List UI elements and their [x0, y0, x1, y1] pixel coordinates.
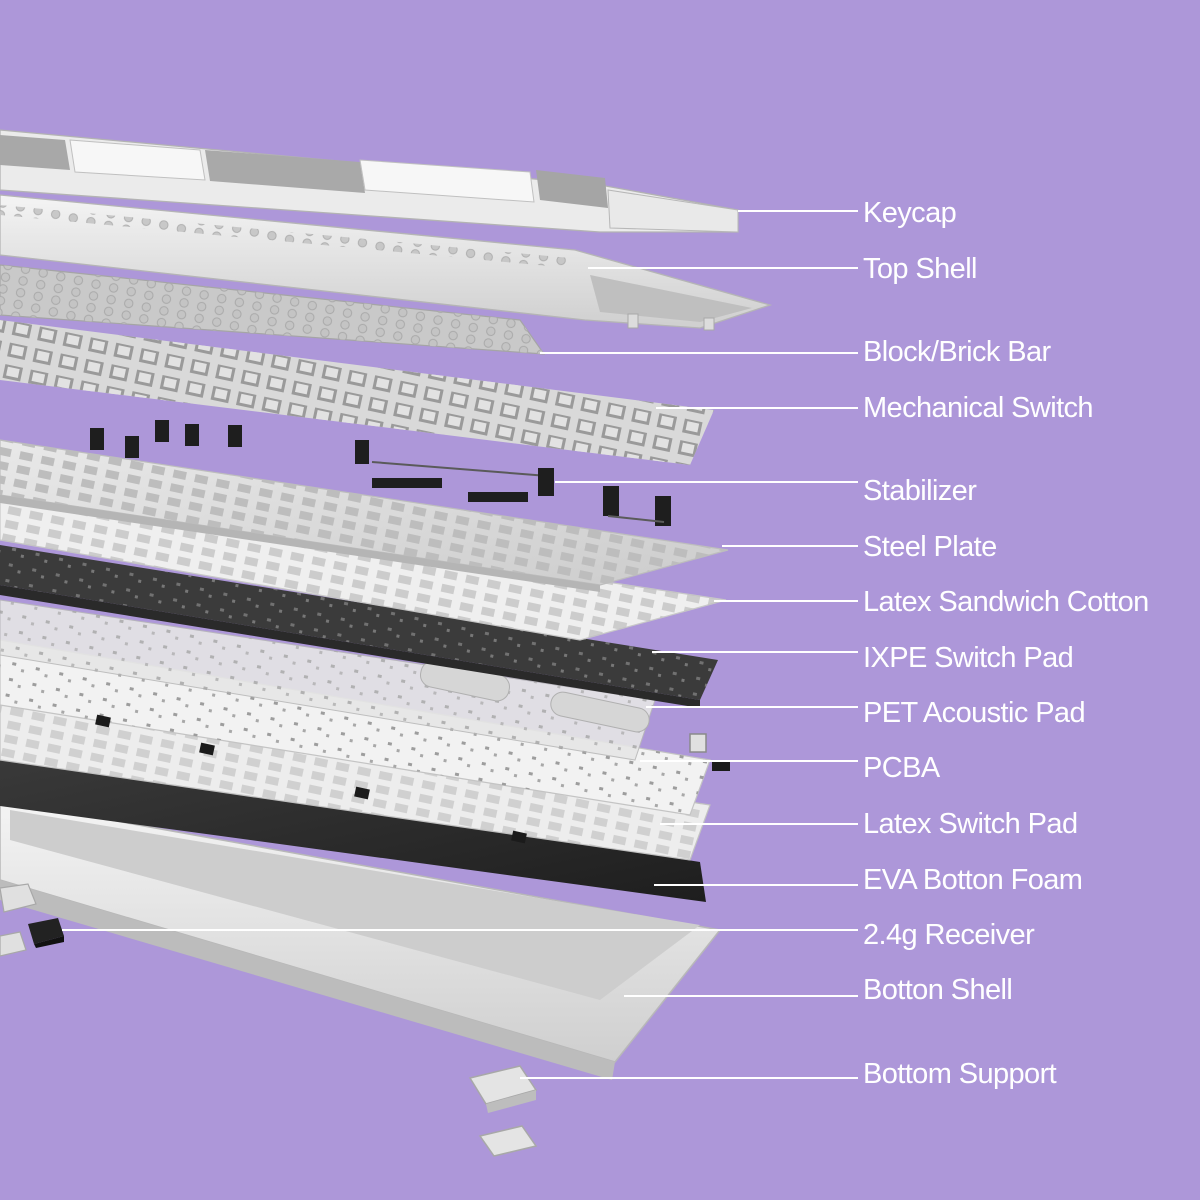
label-bottom-support: Bottom Support — [863, 1058, 1057, 1090]
keycap-illustration — [0, 129, 739, 233]
label-top-shell: Top Shell — [863, 253, 977, 285]
label-mechanical-switch: Mechanical Switch — [863, 392, 1093, 424]
label-keycap: Keycap — [863, 197, 956, 229]
label-pet-acoustic-pad: PET Acoustic Pad — [863, 697, 1085, 729]
receiver-illustration — [28, 918, 64, 948]
leader-lines — [62, 210, 858, 1079]
steel-plate-illustration — [0, 439, 729, 592]
label-botton-shell: Botton Shell — [863, 974, 1012, 1006]
label-ixpe-switch-pad: IXPE Switch Pad — [863, 642, 1073, 674]
label-steel-plate: Steel Plate — [863, 531, 997, 563]
top-shell-illustration — [0, 194, 773, 331]
label-latex-switch-pad: Latex Switch Pad — [863, 808, 1077, 840]
label-receiver: 2.4g Receiver — [863, 919, 1035, 951]
component-labels: Keycap Top Shell Block/Brick Bar Mechani… — [863, 197, 1149, 1090]
mechanical-switch-illustration — [0, 320, 714, 465]
label-eva-botton-foam: EVA Botton Foam — [863, 864, 1082, 896]
side-feet-illustration — [0, 883, 37, 957]
label-block-brick-bar: Block/Brick Bar — [863, 336, 1052, 368]
bottom-support-illustration — [468, 1065, 538, 1157]
label-pcba: PCBA — [863, 752, 941, 784]
ixpe-switch-pad-illustration — [0, 545, 718, 708]
label-latex-sandwich-cotton: Latex Sandwich Cotton — [863, 586, 1149, 618]
eva-botton-foam-illustration — [0, 752, 706, 902]
stabilizer-illustration — [90, 420, 671, 526]
label-stabilizer: Stabilizer — [863, 475, 977, 507]
pet-acoustic-pad-illustration — [0, 599, 656, 761]
